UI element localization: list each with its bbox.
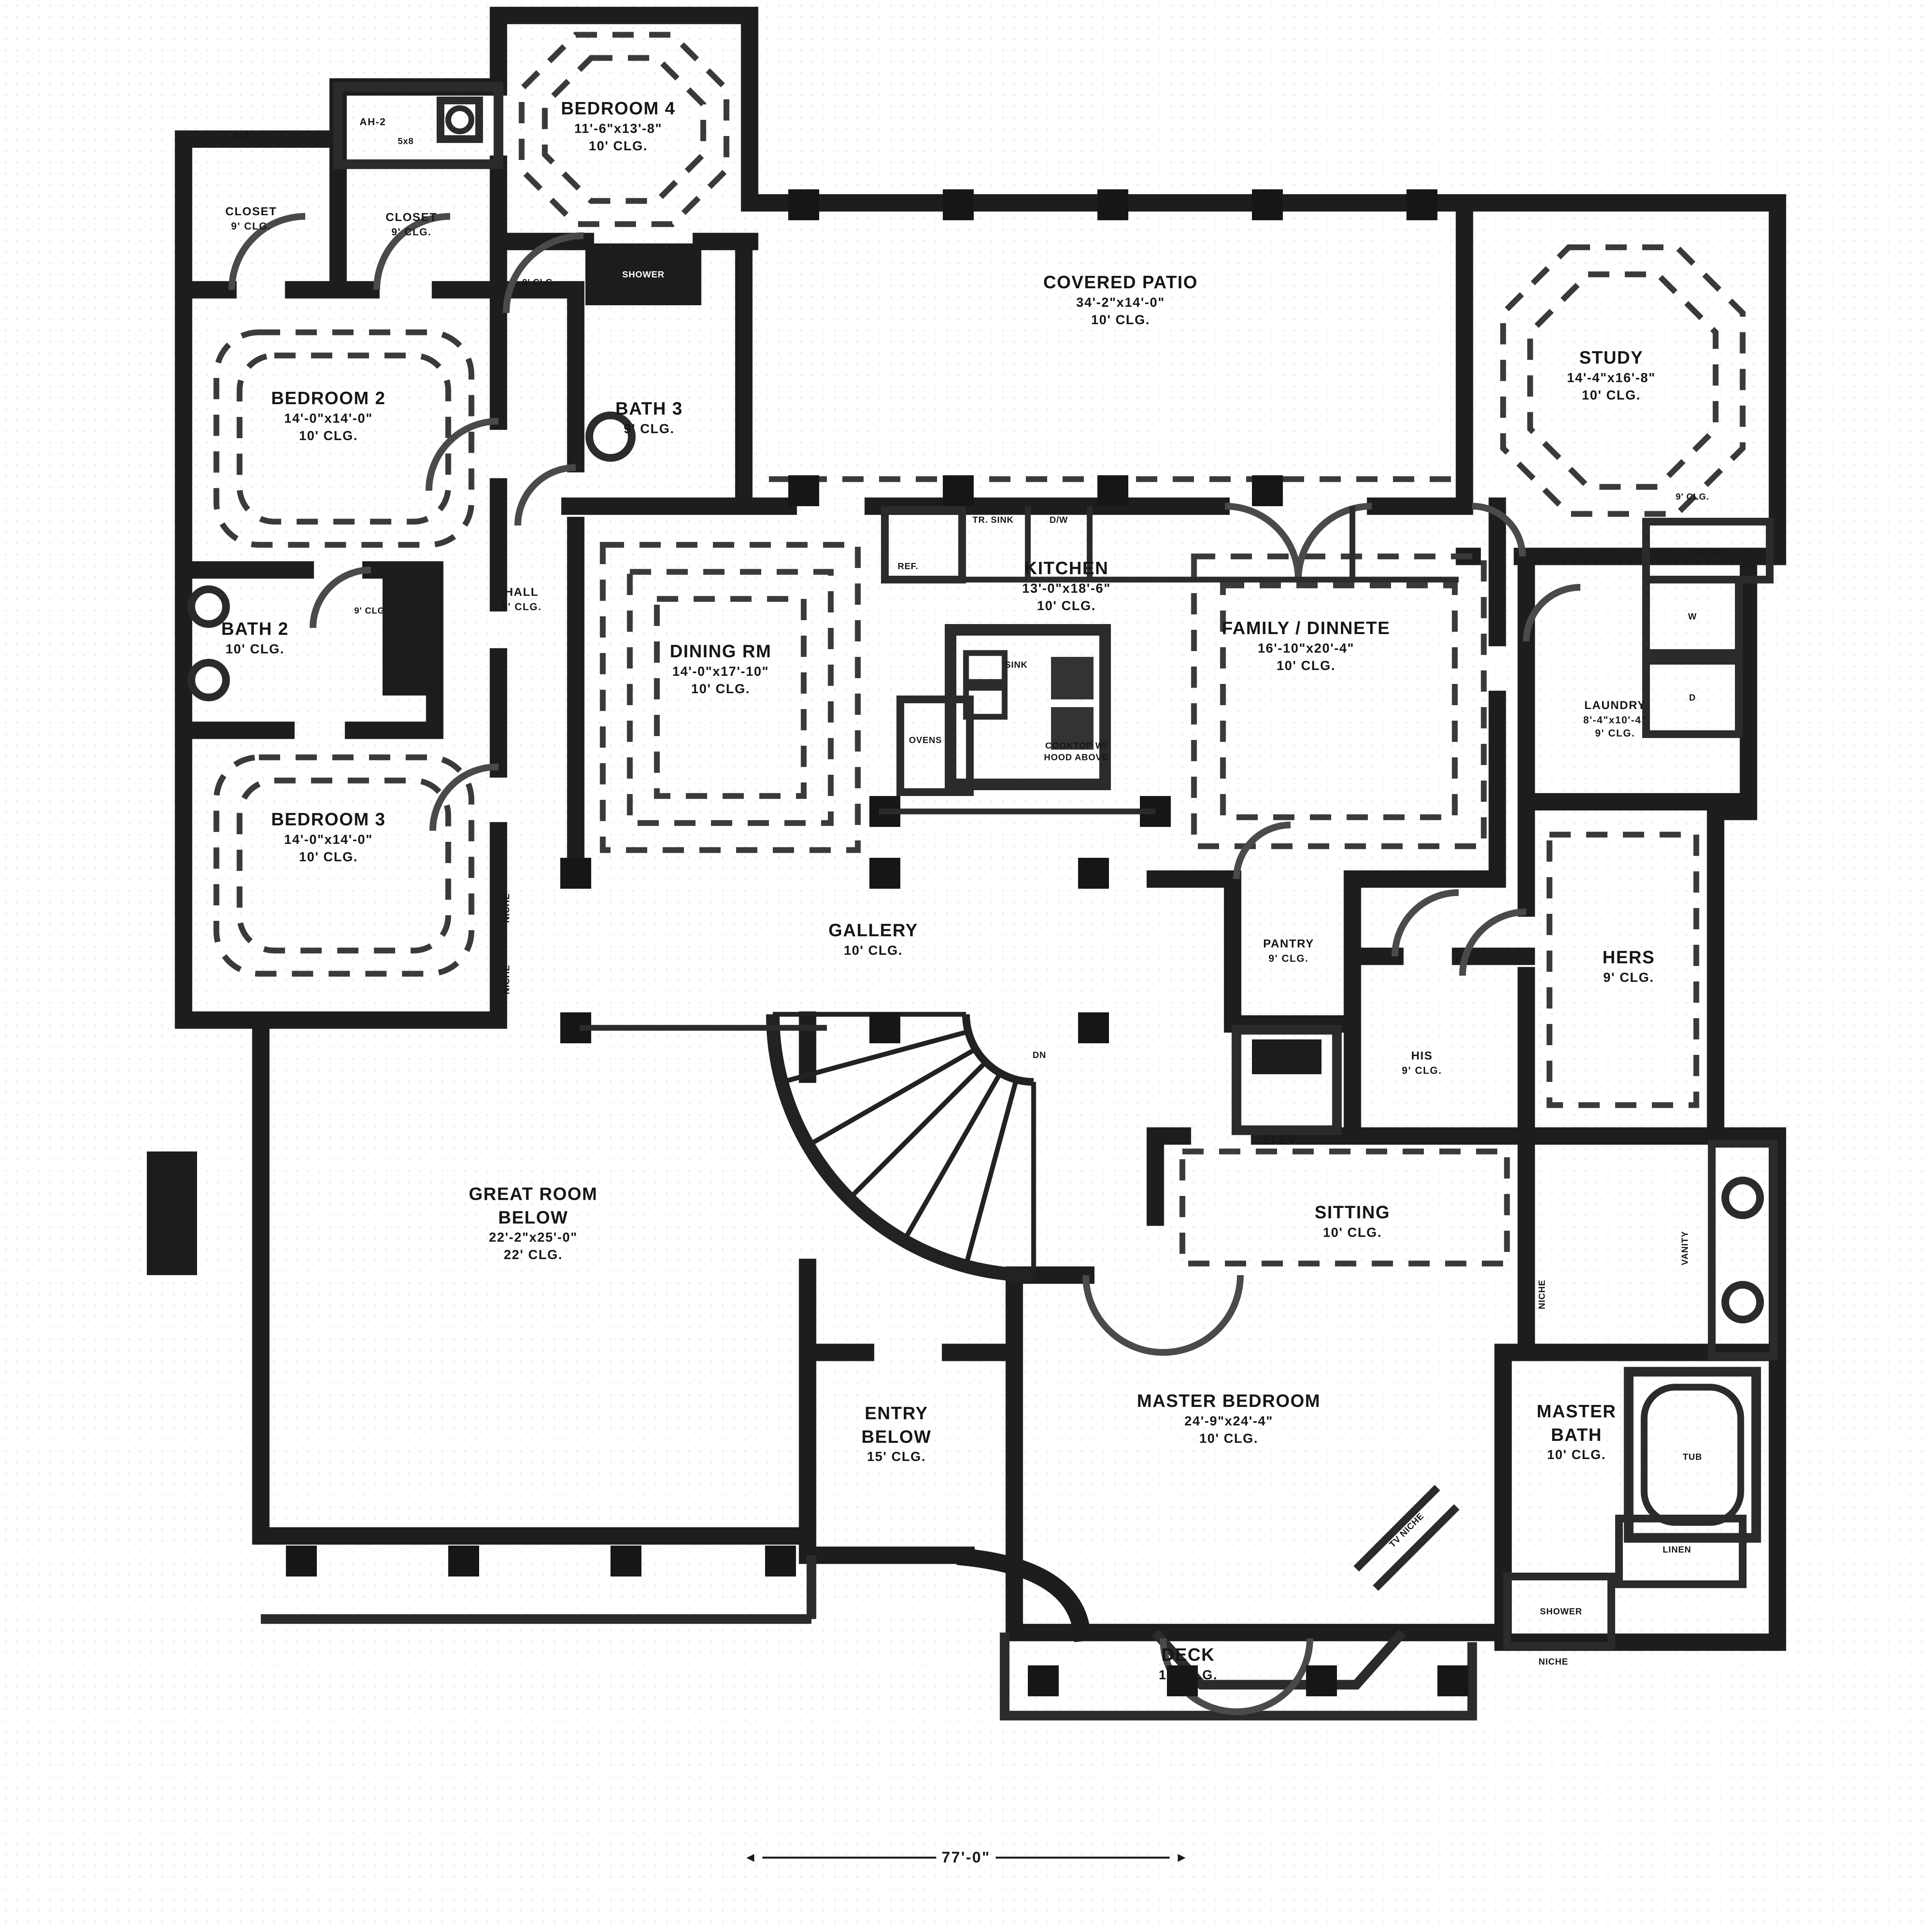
cooktop-a xyxy=(1051,657,1094,699)
room-label-elev: ELEV. xyxy=(1263,1133,1299,1146)
niche-gallery-b: NICHE xyxy=(501,964,511,995)
door-arcs xyxy=(228,213,1581,1715)
room-label-bedroom2: BEDROOM 2 14'-0"x14'-0" 10' CLG. xyxy=(271,388,386,443)
tub-bath2 xyxy=(383,576,437,696)
room-label-great-room: GREAT ROOM BELOW 22'-2"x25'-0" 22' CLG. xyxy=(469,1184,598,1262)
niche-gallery-a: NICHE xyxy=(501,893,511,923)
room-label-pantry: PANTRY 9' CLG. xyxy=(1263,937,1314,964)
vanity-sink-b xyxy=(1721,1281,1764,1323)
dimension-overall-width: ◄ 77'-0" ► xyxy=(744,1849,1188,1866)
island-sink-a xyxy=(963,650,1008,685)
thin-walls xyxy=(261,1555,1477,1721)
room-label-study: STUDY 14'-4"x16'-8" 10' CLG. xyxy=(1567,347,1656,403)
dimension-text: 77'-0" xyxy=(941,1849,991,1866)
room-label-hers: HERS 9' CLG. xyxy=(1602,947,1655,985)
bir-label: B I R xyxy=(1697,547,1719,558)
room-label-covered-patio: COVERED PATIO 34'-2"x14'-0" 10' CLG. xyxy=(1043,272,1198,327)
columns xyxy=(286,189,1468,1696)
shower-bath3-label: SHOWER xyxy=(622,269,665,279)
room-label-sitting: SITTING 10' CLG. xyxy=(1315,1202,1390,1240)
room-label-laundry: LAUNDRY 8'-4"x10'-4" 9' CLG. xyxy=(1583,699,1647,739)
washer-label: W xyxy=(1688,611,1697,621)
elevator-box xyxy=(1231,1025,1342,1135)
dimension-line xyxy=(762,1857,936,1859)
room-label-gallery: GALLERY 10' CLG. xyxy=(828,920,918,958)
ref-label: REF. xyxy=(898,561,918,571)
kitchen-island xyxy=(945,624,1111,790)
room-label-closet-left: CLOSET 9' CLG. xyxy=(225,205,277,232)
dryer-box xyxy=(1642,657,1743,738)
room-label-master-bath: MASTER BATH 10' CLG. xyxy=(1536,1401,1617,1463)
master-shower-box xyxy=(1503,1573,1615,1650)
room-label-dining: DINING RM 14'-0"x17'-10" 10' CLG. xyxy=(670,641,772,696)
cooktop-label: COOKTOP W/ HOOD ABOVE xyxy=(1044,740,1109,762)
vanity-sink-a xyxy=(1721,1177,1764,1219)
master-niche-label: NICHE xyxy=(1538,1656,1568,1667)
room-label-family: FAMILY / DINNETE 16'-10"x20'-4" 10' CLG. xyxy=(1222,617,1390,673)
linen-box xyxy=(1615,1515,1747,1588)
linen-label: LINEN xyxy=(1663,1544,1691,1554)
dimension-line xyxy=(996,1857,1170,1859)
room-label-bath3: BATH 3 9' CLG. xyxy=(615,398,683,436)
dw-label: D/W xyxy=(1049,514,1068,525)
sink-label: SINK xyxy=(1005,659,1028,670)
chimney xyxy=(147,1151,197,1275)
room-label-bath2: BATH 2 10' CLG. xyxy=(221,619,289,656)
counters xyxy=(580,506,1459,1031)
master-shower-label: SHOWER xyxy=(1540,1606,1582,1616)
ovens-box xyxy=(896,696,974,796)
room-label-hall: HALL 9' CLG. xyxy=(502,586,542,612)
fixtures xyxy=(147,82,1777,1650)
dashed-ceilings xyxy=(213,32,1746,1267)
room-label-master-bedroom: MASTER BEDROOM 24'-9"x24'-4" 10' CLG. xyxy=(1137,1390,1321,1446)
closet-left-size-tag: 3x8 xyxy=(233,130,250,140)
master-tub-box xyxy=(1624,1367,1761,1543)
cooktop-b xyxy=(1051,707,1094,750)
refrigerator xyxy=(881,506,966,583)
island-sink-b xyxy=(963,685,1008,720)
sink-bath2-a xyxy=(187,585,230,628)
sitting-niche-label: NICHE xyxy=(1536,1279,1547,1310)
vanity-counter xyxy=(1708,1140,1777,1360)
vanity-label: VANITY xyxy=(1679,1231,1690,1265)
master-tub-label: TUB xyxy=(1682,1451,1702,1462)
study-clg-note: 9' CLG. xyxy=(1675,491,1709,502)
sink-bath2-b xyxy=(187,659,230,701)
room-label-entry: ENTRY BELOW 15' CLG. xyxy=(861,1403,932,1464)
room-label-kitchen: KITCHEN 13'-0"x18'-6" 10' CLG. xyxy=(1022,558,1111,613)
bath2-clg-note: 9' CLG. xyxy=(354,605,388,616)
dryer-label: D xyxy=(1689,692,1696,702)
room-label-closet-right: CLOSET 9' CLG. xyxy=(386,211,437,238)
shower-bath3 xyxy=(585,243,701,305)
dimension-arrow-right: ► xyxy=(1175,1850,1189,1865)
room-label-his: HIS 9' CLG. xyxy=(1402,1049,1442,1076)
toilet-bath3 xyxy=(585,412,636,462)
ah-unit-icon xyxy=(437,97,483,143)
room-label-bedroom3: BEDROOM 3 14'-0"x14'-0" 10' CLG. xyxy=(271,809,386,864)
ovens-label: OVENS xyxy=(909,735,942,745)
room-label-deck: DECK 10' CLG. xyxy=(1158,1645,1218,1682)
closet-right-size-tag: 5x8 xyxy=(398,136,414,146)
room-label-bedroom4: BEDROOM 4 11'-6"x13'-8" 10' CLG. xyxy=(561,98,676,153)
tr-sink-label: TR. SINK xyxy=(972,514,1014,525)
walls xyxy=(175,7,1786,1651)
hall-clg-note: 9' CLG. xyxy=(522,277,556,287)
dn-label: DN xyxy=(1032,1049,1046,1060)
stair xyxy=(766,1012,1036,1282)
tv-niche-lines xyxy=(1353,1485,1460,1591)
ah-unit-box xyxy=(333,82,503,169)
dimension-arrow-left: ◄ xyxy=(744,1850,757,1865)
washer-box xyxy=(1642,576,1743,657)
ah-unit-label: AH-2 xyxy=(359,116,386,128)
